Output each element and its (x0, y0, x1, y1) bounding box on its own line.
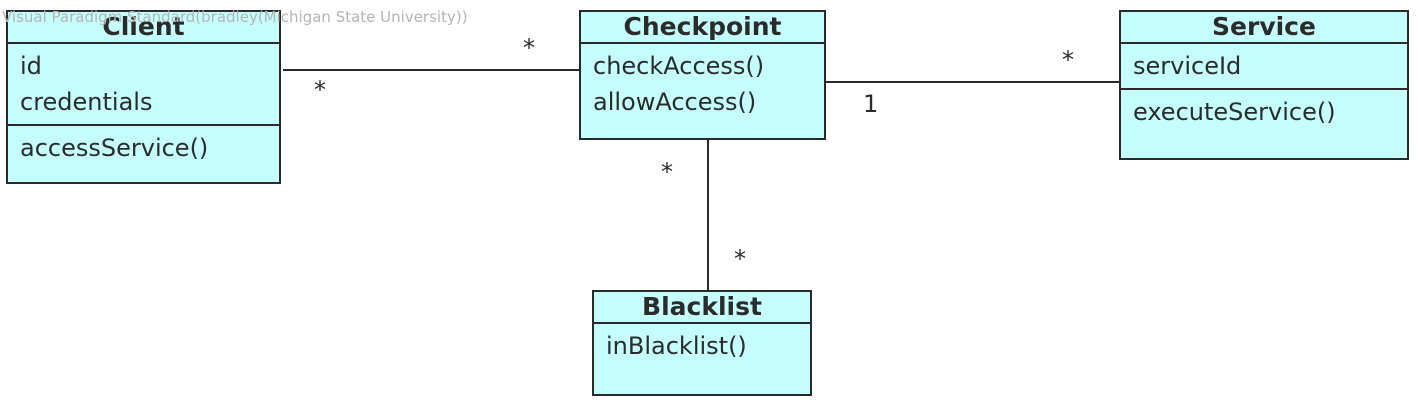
class-name: Checkpoint (581, 12, 824, 44)
operations-section: checkAccess() allowAccess() (581, 44, 824, 138)
operation: allowAccess() (593, 88, 757, 116)
operation: executeService() (1133, 98, 1336, 126)
class-checkpoint[interactable]: Checkpoint checkAccess() allowAccess() (579, 10, 826, 140)
class-name: Blacklist (594, 292, 810, 324)
operations-section: executeService() (1121, 90, 1407, 158)
operations-section: inBlacklist() (594, 324, 810, 394)
class-service[interactable]: Service serviceId executeService() (1119, 10, 1409, 160)
multiplicity-checkpoint-left-end: * (523, 34, 535, 62)
multiplicity-service-end: * (1062, 46, 1074, 74)
class-name: Service (1121, 12, 1407, 44)
multiplicity-client-end: * (314, 76, 326, 104)
class-blacklist[interactable]: Blacklist inBlacklist() (592, 290, 812, 396)
watermark: Visual Paradigm Standard(bradley(Michiga… (2, 8, 468, 26)
multiplicity-checkpoint-bottom-end: * (661, 158, 673, 186)
operation: checkAccess() (593, 52, 765, 80)
class-client[interactable]: Client id credentials accessService() (6, 10, 281, 184)
operation: inBlacklist() (606, 332, 747, 360)
class-name: Client (8, 12, 279, 44)
multiplicity-checkpoint-right-end: 1 (863, 90, 879, 118)
attribute: serviceId (1133, 52, 1242, 80)
operation: accessService() (20, 134, 209, 162)
attributes-section: id credentials (8, 44, 279, 126)
multiplicity-blacklist-end: * (734, 245, 746, 273)
attributes-section: serviceId (1121, 44, 1407, 90)
attribute: credentials (20, 88, 153, 116)
operations-section: accessService() (8, 126, 279, 182)
attribute: id (20, 52, 42, 80)
